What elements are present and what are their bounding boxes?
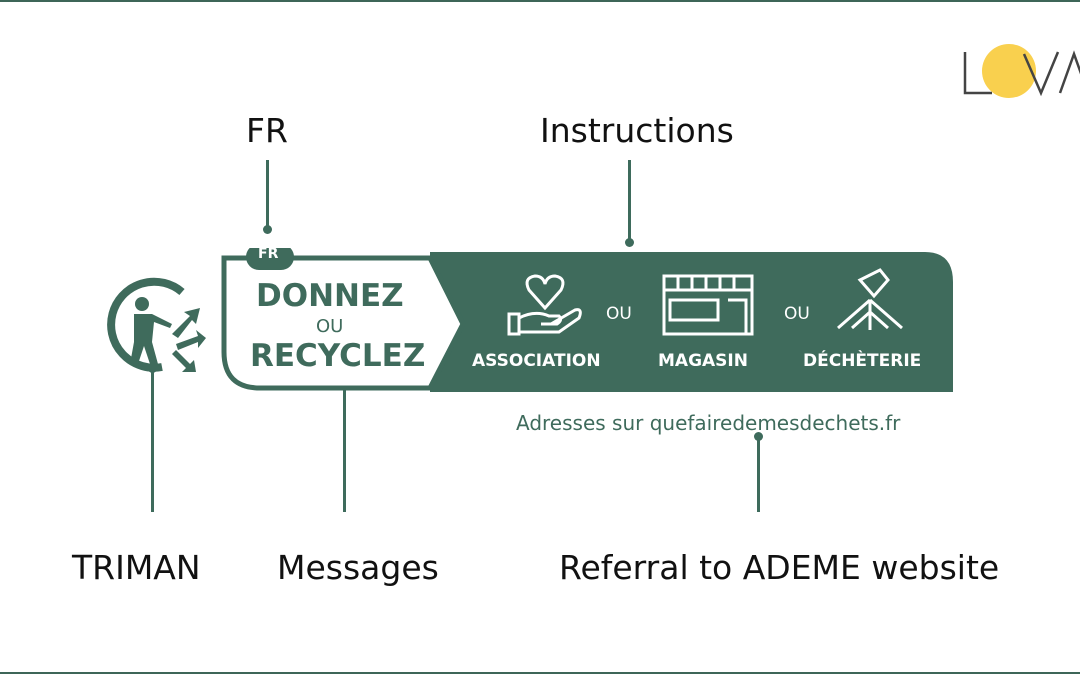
callout-referral: Referral to ADEME website (559, 548, 1000, 587)
lova-logo (962, 42, 1080, 102)
callout-instructions: Instructions (540, 111, 734, 150)
leader-referral (757, 436, 760, 512)
leader-dot (625, 238, 634, 247)
message-ou: OU (316, 316, 344, 337)
website-text: Adresses sur quefairedemesdechets.fr (516, 411, 901, 435)
leader-triman (151, 368, 154, 512)
option-magasin: MAGASIN (658, 351, 748, 371)
callout-fr: FR (246, 111, 288, 150)
leader-instructions (628, 160, 631, 242)
message-line2: RECYCLEZ (250, 338, 426, 374)
callout-messages: Messages (277, 548, 439, 587)
callout-triman: TRIMAN (72, 548, 201, 587)
message-line1: DONNEZ (256, 278, 404, 314)
option-association: ASSOCIATION (472, 351, 601, 371)
fr-badge: FR (258, 246, 279, 262)
leader-dot (754, 432, 763, 441)
leader-messages (343, 378, 346, 512)
top-border (0, 0, 1080, 2)
bottom-border (0, 672, 1080, 674)
triman-icon (107, 277, 206, 372)
recycling-center-icon (837, 268, 903, 330)
option-decheterie: DÉCHÈTERIE (803, 351, 922, 371)
leader-fr (266, 160, 269, 228)
shop-icon (662, 274, 754, 336)
separator-ou: OU (606, 304, 632, 324)
heart-hand-icon (507, 274, 582, 336)
separator-ou: OU (784, 304, 810, 324)
leader-dot (263, 225, 272, 234)
